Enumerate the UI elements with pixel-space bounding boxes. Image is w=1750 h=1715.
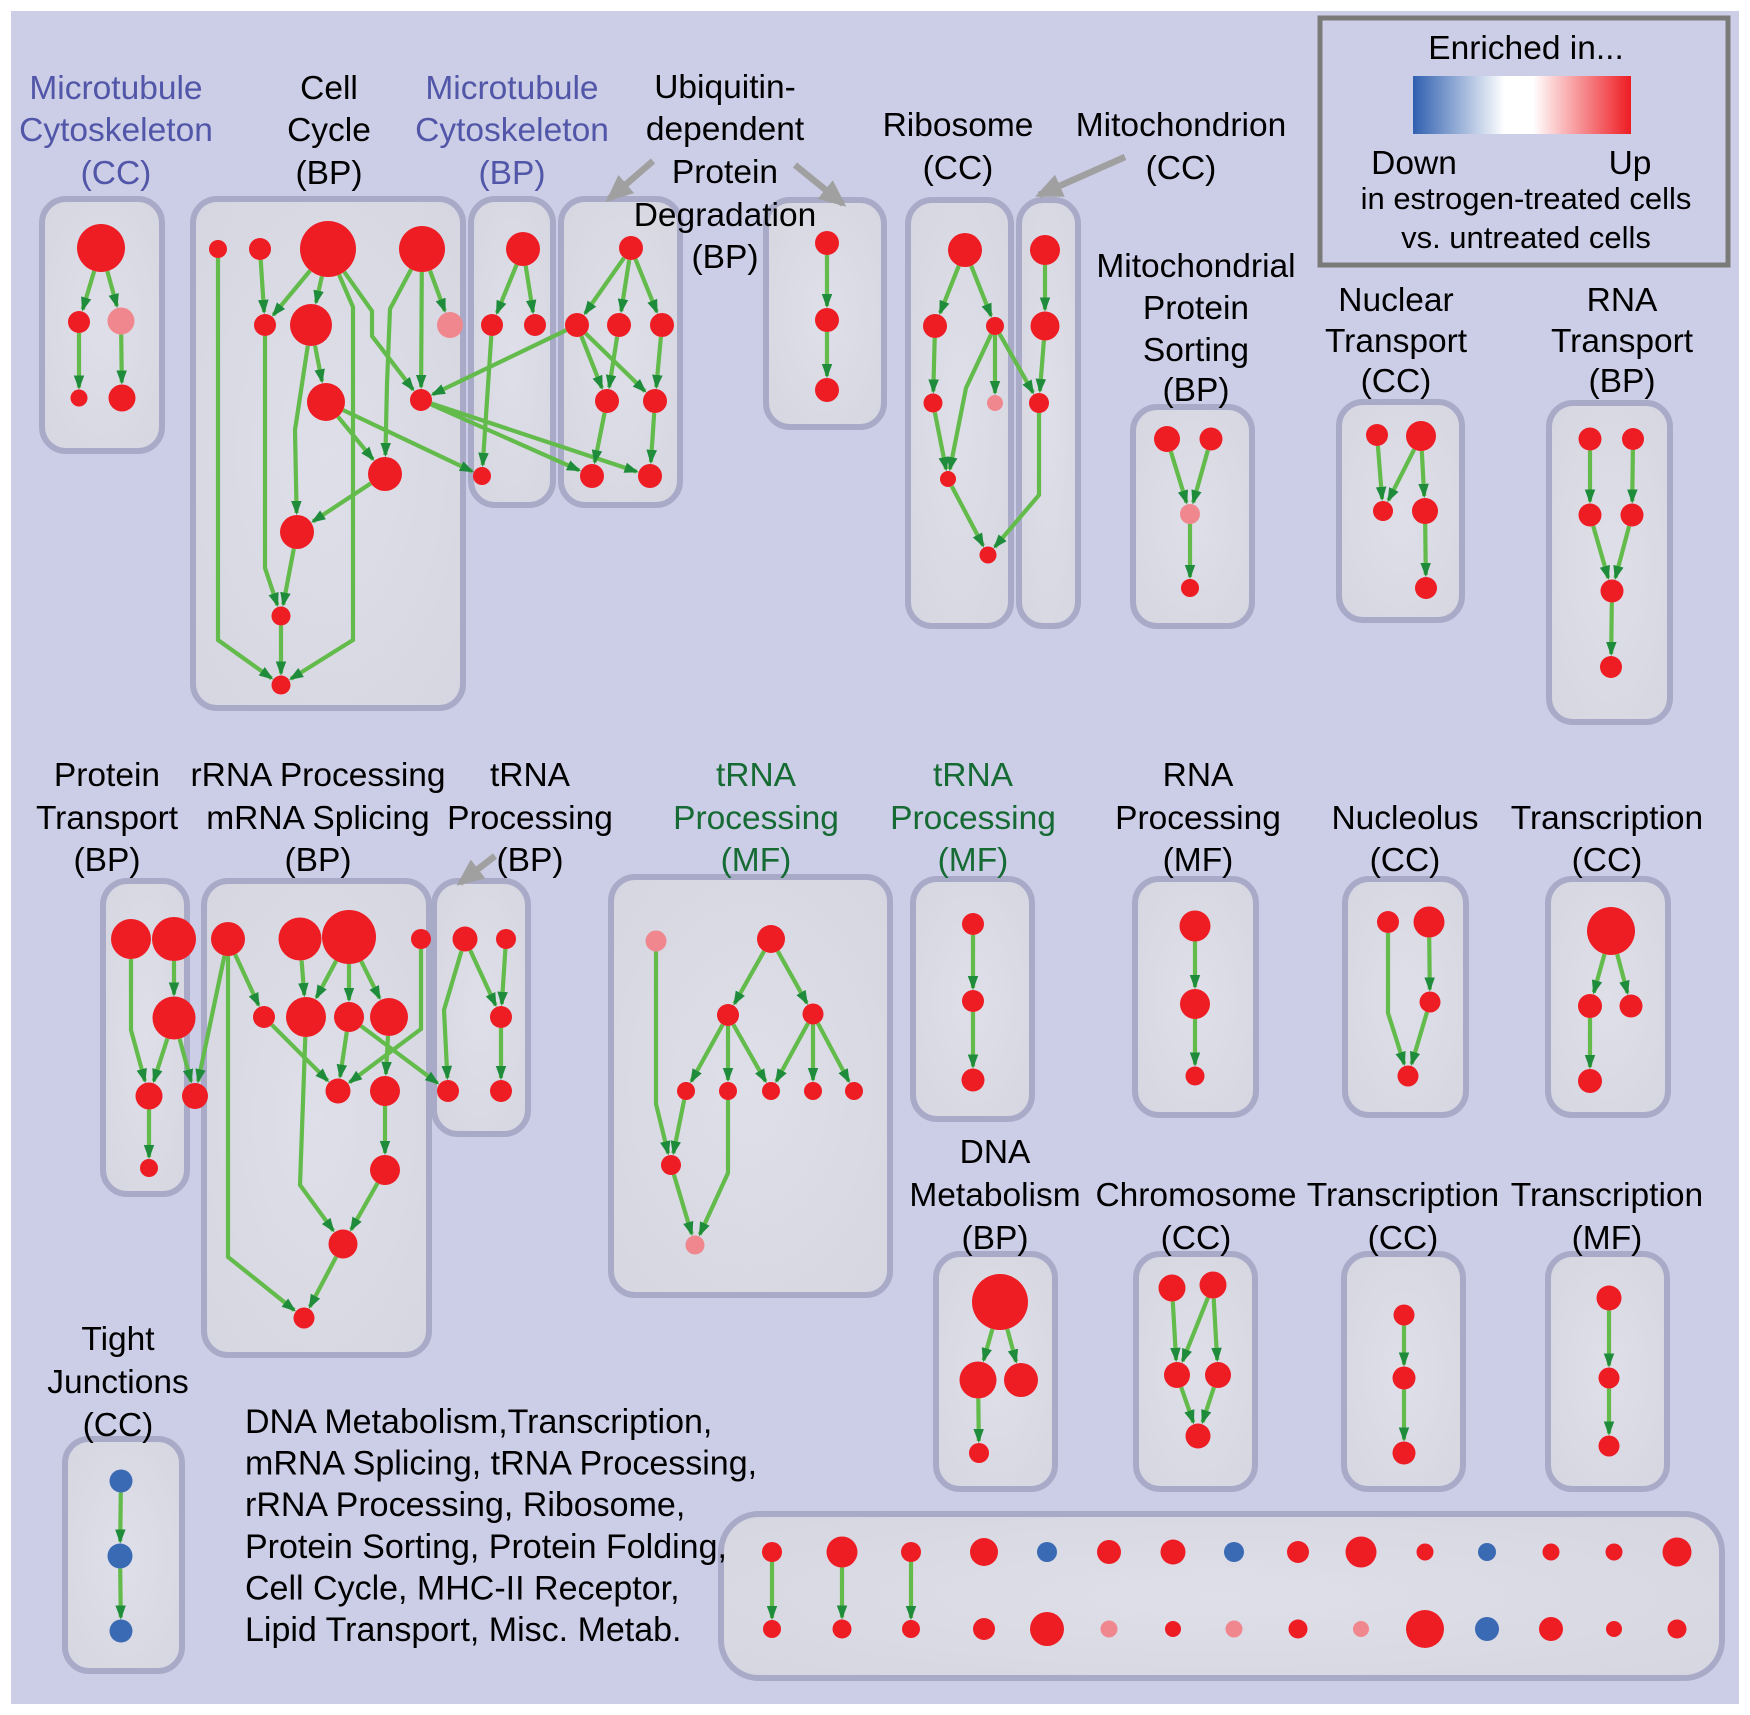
svg-text:rRNA Processing, Ribosome,: rRNA Processing, Ribosome, bbox=[245, 1486, 685, 1524]
svg-text:(CC): (CC) bbox=[1572, 842, 1643, 879]
svg-text:(BP): (BP) bbox=[285, 842, 352, 879]
svg-text:Sorting: Sorting bbox=[1143, 332, 1249, 369]
svg-text:vs. untreated cells: vs. untreated cells bbox=[1401, 220, 1651, 255]
svg-text:Mitochondrial: Mitochondrial bbox=[1096, 248, 1295, 285]
svg-text:Transcription: Transcription bbox=[1511, 1177, 1703, 1214]
svg-text:Transcription: Transcription bbox=[1511, 800, 1703, 837]
svg-text:tRNA: tRNA bbox=[716, 757, 797, 794]
svg-text:Chromosome: Chromosome bbox=[1095, 1177, 1296, 1214]
svg-text:Transport: Transport bbox=[36, 800, 179, 837]
svg-text:Microtubule: Microtubule bbox=[29, 70, 202, 107]
svg-text:Cell Cycle, MHC-II Receptor,: Cell Cycle, MHC-II Receptor, bbox=[245, 1569, 680, 1607]
svg-text:Transport: Transport bbox=[1325, 323, 1468, 360]
svg-text:Enriched in...: Enriched in... bbox=[1428, 30, 1624, 67]
svg-text:Protein Sorting, Protein Foldi: Protein Sorting, Protein Folding, bbox=[245, 1528, 727, 1566]
svg-text:Degradation: Degradation bbox=[634, 197, 817, 234]
svg-text:(MF): (MF) bbox=[1572, 1220, 1643, 1257]
svg-text:(CC): (CC) bbox=[1370, 842, 1441, 879]
svg-text:tRNA: tRNA bbox=[933, 757, 1014, 794]
svg-text:RNA: RNA bbox=[1587, 282, 1658, 319]
svg-text:dependent: dependent bbox=[646, 111, 805, 148]
svg-text:Lipid Transport, Misc. Metab.: Lipid Transport, Misc. Metab. bbox=[245, 1611, 682, 1649]
svg-text:Transcription: Transcription bbox=[1307, 1177, 1499, 1214]
svg-text:Processing: Processing bbox=[1115, 800, 1281, 837]
svg-text:Protein: Protein bbox=[672, 154, 778, 191]
svg-text:Processing: Processing bbox=[673, 800, 839, 837]
svg-text:Down: Down bbox=[1371, 145, 1457, 182]
svg-text:Ubiquitin-: Ubiquitin- bbox=[654, 69, 796, 106]
svg-text:Nuclear: Nuclear bbox=[1338, 282, 1453, 319]
svg-text:Nucleolus: Nucleolus bbox=[1331, 800, 1478, 837]
svg-text:Up: Up bbox=[1609, 145, 1652, 182]
svg-text:(MF): (MF) bbox=[1163, 842, 1234, 879]
svg-text:rRNA Processing: rRNA Processing bbox=[190, 757, 445, 794]
svg-text:(BP): (BP) bbox=[1163, 372, 1230, 409]
svg-text:(MF): (MF) bbox=[938, 842, 1009, 879]
svg-text:RNA: RNA bbox=[1163, 757, 1234, 794]
svg-text:DNA: DNA bbox=[960, 1134, 1031, 1171]
svg-text:(BP): (BP) bbox=[962, 1220, 1029, 1257]
svg-text:(CC): (CC) bbox=[83, 1407, 154, 1444]
svg-text:Junctions: Junctions bbox=[47, 1364, 189, 1401]
svg-text:(BP): (BP) bbox=[692, 239, 759, 276]
svg-text:Protein: Protein bbox=[54, 757, 160, 794]
svg-text:(CC): (CC) bbox=[1146, 150, 1217, 187]
svg-text:Cytoskeleton: Cytoskeleton bbox=[19, 112, 213, 149]
svg-text:(CC): (CC) bbox=[1361, 363, 1432, 400]
svg-text:Protein: Protein bbox=[1143, 290, 1249, 327]
svg-text:(BP): (BP) bbox=[1589, 363, 1656, 400]
svg-text:Processing: Processing bbox=[890, 800, 1056, 837]
svg-text:in estrogen-treated cells: in estrogen-treated cells bbox=[1361, 181, 1692, 216]
svg-text:(CC): (CC) bbox=[923, 150, 994, 187]
svg-text:mRNA Splicing, tRNA Processing: mRNA Splicing, tRNA Processing, bbox=[245, 1445, 757, 1483]
svg-text:(BP): (BP) bbox=[74, 842, 141, 879]
svg-text:mRNA Splicing: mRNA Splicing bbox=[206, 800, 429, 837]
svg-text:Transport: Transport bbox=[1551, 323, 1694, 360]
svg-text:(CC): (CC) bbox=[1368, 1220, 1439, 1257]
svg-text:Cycle: Cycle bbox=[287, 112, 371, 149]
svg-text:(BP): (BP) bbox=[479, 155, 546, 192]
svg-text:Microtubule: Microtubule bbox=[425, 70, 598, 107]
svg-text:Tight: Tight bbox=[81, 1321, 155, 1358]
svg-text:(BP): (BP) bbox=[296, 155, 363, 192]
svg-text:Cytoskeleton: Cytoskeleton bbox=[415, 112, 609, 149]
svg-text:(CC): (CC) bbox=[81, 155, 152, 192]
svg-text:Processing: Processing bbox=[447, 800, 613, 837]
svg-text:tRNA: tRNA bbox=[490, 757, 571, 794]
svg-text:DNA Metabolism,Transcription,: DNA Metabolism,Transcription, bbox=[245, 1403, 712, 1441]
svg-text:Metabolism: Metabolism bbox=[909, 1177, 1080, 1214]
svg-text:(BP): (BP) bbox=[497, 842, 564, 879]
svg-text:Cell: Cell bbox=[300, 70, 358, 107]
svg-text:(MF): (MF) bbox=[721, 842, 792, 879]
svg-text:Mitochondrion: Mitochondrion bbox=[1076, 107, 1286, 144]
svg-text:Ribosome: Ribosome bbox=[883, 107, 1034, 144]
svg-text:(CC): (CC) bbox=[1161, 1220, 1232, 1257]
